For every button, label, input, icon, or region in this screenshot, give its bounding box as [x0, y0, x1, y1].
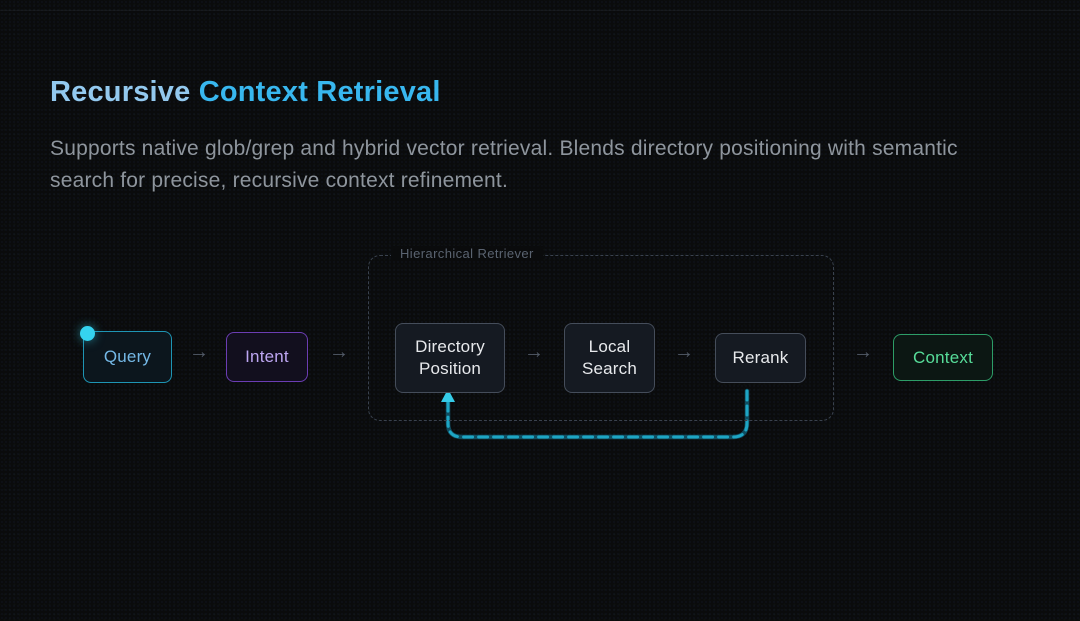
page-subtitle: Supports native glob/grep and hybrid vec… [50, 137, 958, 192]
page-title-secondary: Context Retrieval [190, 76, 441, 109]
hierarchical-retriever-group: Hierarchical Retriever [368, 246, 834, 421]
node-rerank: Rerank [715, 333, 806, 383]
page-title: Recursive Context Retrieval [50, 76, 441, 109]
node-intent: Intent [226, 332, 308, 382]
flow-arrow-icon: → [853, 341, 873, 363]
flow-arrow-icon: → [524, 341, 544, 363]
node-directory-position: Directory Position [395, 323, 505, 393]
flow-arrow-icon: → [189, 341, 209, 363]
node-context: Context [893, 334, 993, 381]
top-divider [0, 10, 1080, 11]
page-title-primary: Recursive [50, 76, 191, 109]
node-local-search: Local Search [564, 323, 655, 393]
node-query: Query [83, 331, 172, 383]
group-box-label: Hierarchical Retriever [391, 246, 543, 261]
flow-arrow-icon: → [674, 341, 694, 363]
flow-arrow-icon: → [329, 341, 349, 363]
query-start-dot [80, 326, 95, 341]
